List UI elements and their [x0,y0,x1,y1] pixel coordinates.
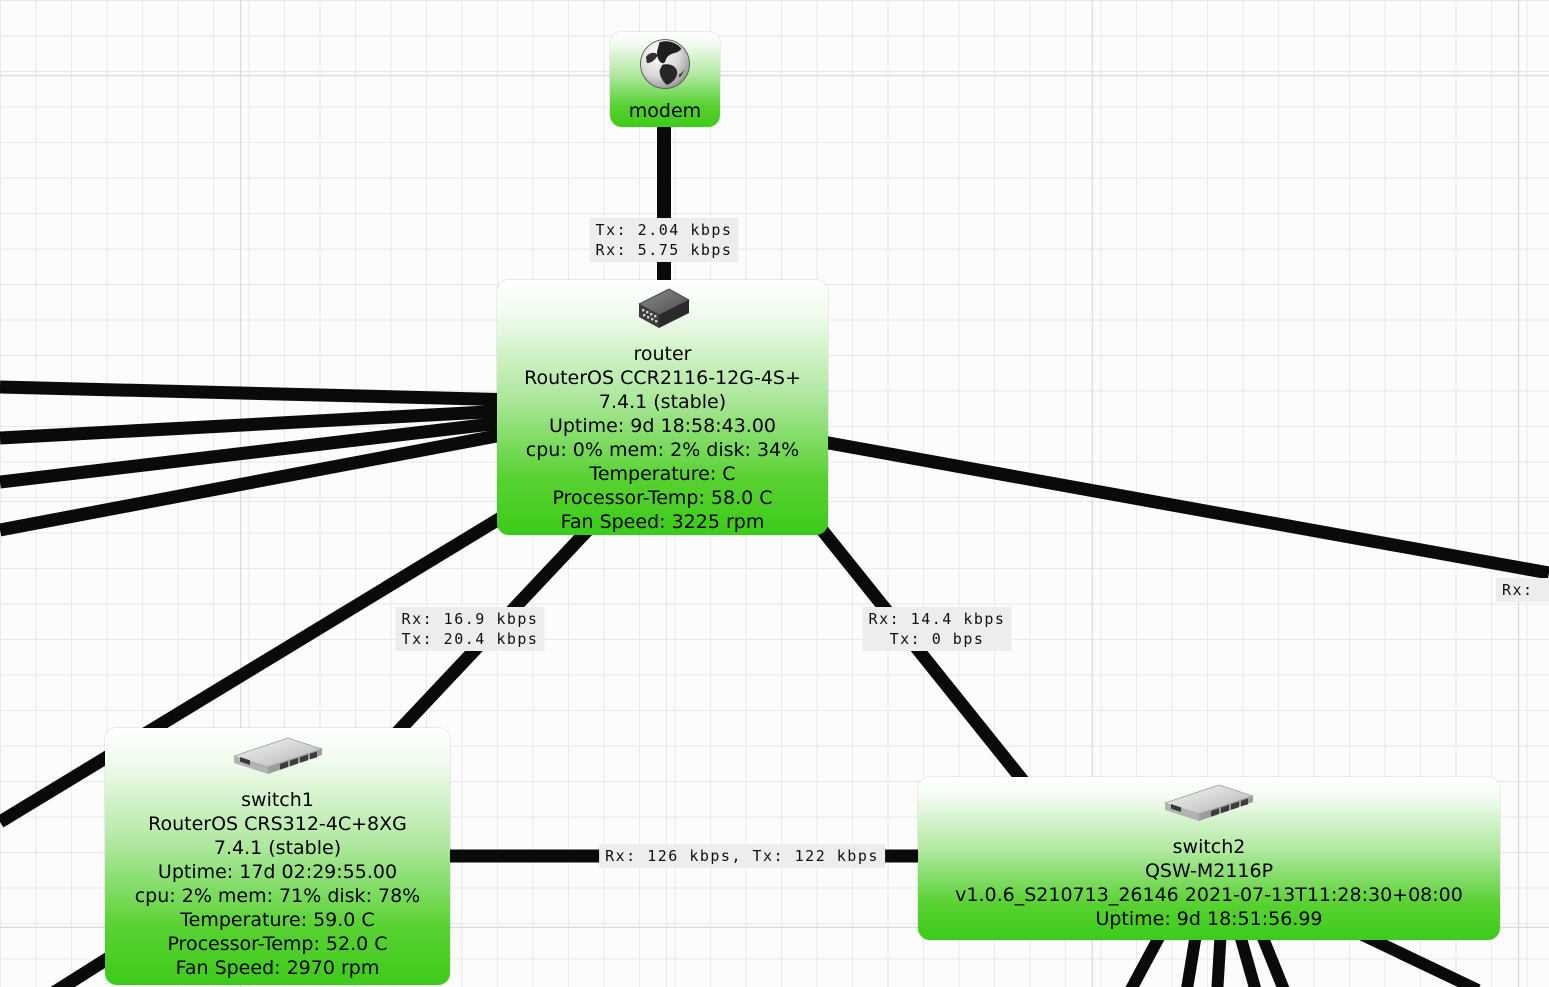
switch-icon [230,734,326,788]
node-router[interactable]: router RouterOS CCR2116-12G-4S+ 7.4.1 (s… [497,280,828,535]
link-label-line: Tx: 20.4 kbps [401,630,539,648]
node-detail: cpu: 2% mem: 71% disk: 78% [134,885,421,907]
node-switch2[interactable]: switch2 QSW-M2116P v1.0.6_S210713_26146 … [918,777,1500,940]
link-router-right-edge[interactable] [810,433,1549,580]
router-icon [631,284,695,342]
link-router-bottom-left[interactable] [0,479,559,828]
node-name: modem [628,100,702,122]
node-detail: Uptime: 9d 18:51:56.99 [1095,908,1323,930]
node-detail: Temperature: C [589,463,736,485]
link-router-left-3[interactable] [0,409,561,489]
link-label-switch1-switch2[interactable]: Rx: 126 kbps, Tx: 122 kbps [599,844,885,868]
link-label-line: Rx: 14.4 kbps [868,610,1006,628]
link-label-line: Rx: 16.9 kbps [401,610,539,628]
node-detail: Fan Speed: 2970 rpm [175,957,380,979]
node-name: switch1 [241,789,314,811]
node-detail: 7.4.1 (stable) [213,837,342,859]
link-switch2-down-right[interactable] [1349,924,1481,987]
link-router-left-4[interactable] [0,417,562,537]
link-label-line: Rx: 5.75 kbps [595,241,733,259]
node-detail: Processor-Temp: 58.0 C [552,487,773,509]
node-detail: RouterOS CCR2116-12G-4S+ [524,367,801,389]
node-detail: Fan Speed: 3225 rpm [560,511,765,533]
link-label-line: Tx: 0 bps [889,630,985,648]
link-label-line: Rx: 126 kbps, Tx: 122 kbps [605,847,879,865]
node-switch1[interactable]: switch1 RouterOS CRS312-4C+8XG 7.4.1 (st… [105,728,450,985]
node-detail: cpu: 0% mem: 2% disk: 34% [525,439,800,461]
node-detail: RouterOS CRS312-4C+8XG [148,813,407,835]
switch-icon [1161,781,1257,835]
link-label-line: Rx: [1502,581,1534,599]
link-router-left-2[interactable] [0,401,561,445]
link-router-left-1[interactable] [0,380,561,408]
node-detail: Processor-Temp: 52.0 C [167,933,388,955]
link-label-line: Tx: 2.04 kbps [595,221,733,239]
node-name: router [633,343,692,365]
node-name: switch2 [1172,836,1246,858]
link-label-edge-right[interactable]: Rx: [1496,578,1549,602]
node-detail: Temperature: 59.0 C [180,909,375,931]
node-detail: v1.0.6_S210713_26146 2021-07-13T11:28:30… [955,884,1463,906]
node-modem[interactable]: modem [610,32,720,127]
globe-icon [636,35,694,99]
node-detail: 7.4.1 (stable) [598,391,727,413]
node-detail: Uptime: 9d 18:58:43.00 [548,415,777,437]
node-detail: Uptime: 17d 02:29:55.00 [157,861,398,883]
node-detail: QSW-M2116P [1144,860,1274,882]
